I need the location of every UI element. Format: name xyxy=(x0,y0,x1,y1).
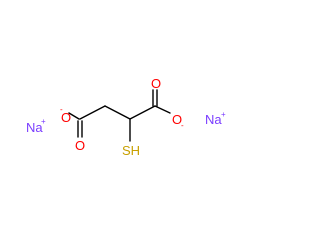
bond-c1-c2 xyxy=(79,105,106,120)
atom-o-right-anion: O xyxy=(172,112,182,127)
bond-c1-o-anion xyxy=(68,112,80,120)
atom-o-left-anion: O xyxy=(61,110,71,125)
atom-o-left-carbonyl: O xyxy=(75,138,85,153)
counterion-na-left: Na xyxy=(26,120,43,135)
bond-c3-c4 xyxy=(129,105,156,120)
bond-c2-c3 xyxy=(104,105,131,120)
bond-c4-o-anion xyxy=(154,105,171,114)
counterion-na-right: Na xyxy=(205,112,222,127)
bonds xyxy=(68,89,171,142)
atom-labels: O - O O O - SH xyxy=(60,76,184,158)
counterion-na-right-charge: + xyxy=(221,110,226,119)
atom-o-left-anion-charge: - xyxy=(60,105,63,114)
atom-o-right-carbonyl: O xyxy=(151,76,161,91)
atom-thiol: SH xyxy=(122,143,140,158)
structure-diagram: O - O O O - SH Na + Na + xyxy=(26,76,226,158)
counterion-na-left-charge: + xyxy=(41,117,46,126)
counterions: Na + Na + xyxy=(26,110,226,135)
atom-o-right-anion-charge: - xyxy=(181,121,184,130)
